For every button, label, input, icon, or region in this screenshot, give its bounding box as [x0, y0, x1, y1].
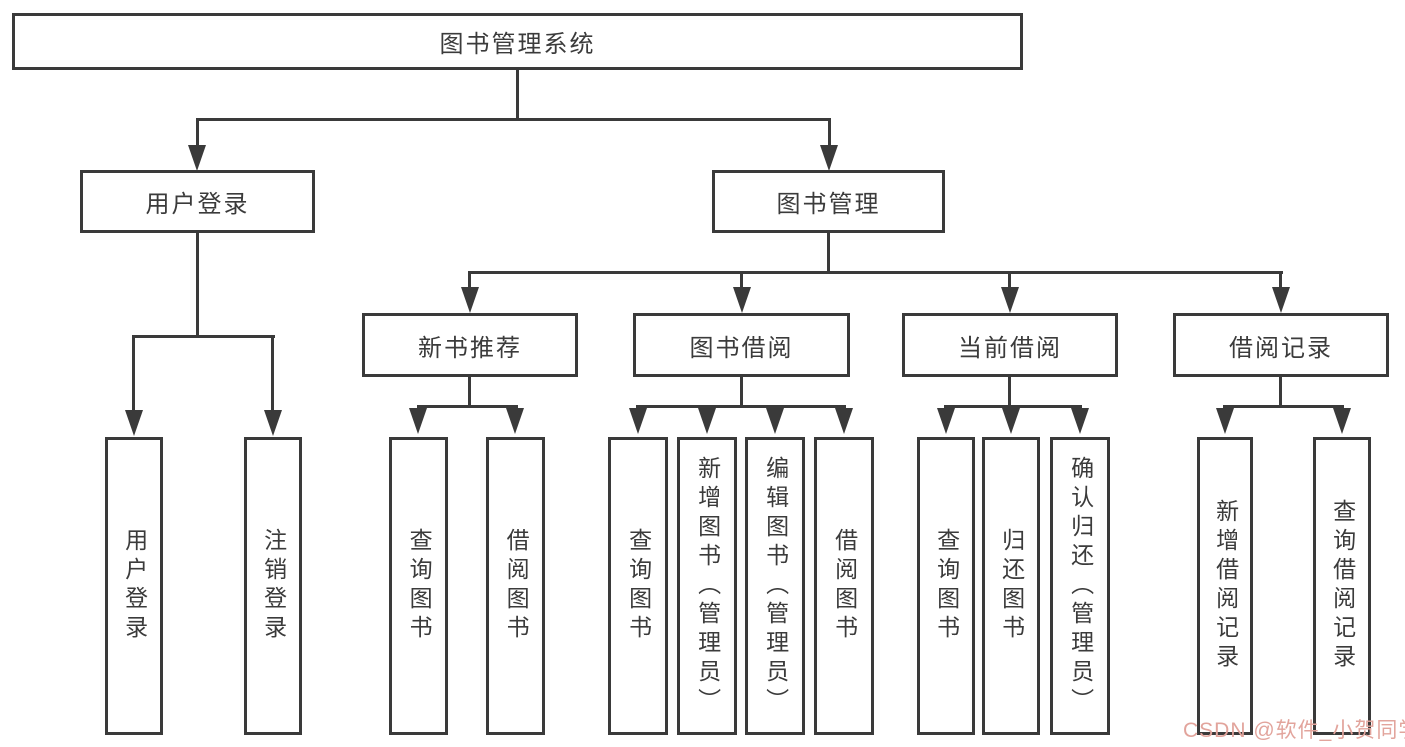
connector-line — [271, 335, 274, 411]
arrow-down-icon — [1002, 408, 1020, 434]
connector-line — [1223, 405, 1344, 408]
leaf-add-book-admin: 新增图书（管理员） — [677, 437, 737, 735]
connector-line — [468, 271, 471, 289]
arrow-down-icon — [766, 408, 784, 434]
connector-line — [1279, 377, 1282, 408]
arrow-down-icon — [835, 408, 853, 434]
node-root-label: 图书管理系统 — [439, 31, 596, 58]
arrow-down-icon — [409, 408, 427, 434]
leaf-edit-book-admin-label: 编辑图书（管理员） — [762, 455, 789, 717]
arrow-down-icon — [461, 287, 479, 313]
node-book-borrow: 图书借阅 — [633, 313, 850, 377]
arrow-down-icon — [1333, 408, 1351, 434]
arrow-down-icon — [1216, 408, 1234, 434]
connector-line — [1008, 377, 1011, 408]
leaf-confirm-return-admin: 确认归还（管理员） — [1050, 437, 1110, 735]
connector-line — [827, 233, 830, 274]
node-book-management: 图书管理 — [712, 170, 945, 233]
arrow-down-icon — [937, 408, 955, 434]
connector-line — [1008, 271, 1011, 289]
arrow-down-icon — [733, 287, 751, 313]
arrow-down-icon — [264, 410, 282, 436]
leaf-recommend-query-books: 查询图书 — [389, 437, 448, 735]
arrow-down-icon — [698, 408, 716, 434]
connector-line — [196, 118, 831, 121]
leaf-query-borrow-record: 查询借阅记录 — [1313, 437, 1371, 735]
leaf-add-book-admin-label: 新增图书（管理员） — [694, 455, 721, 717]
arrow-down-icon — [1071, 408, 1089, 434]
leaf-current-query-books-label: 查询图书 — [933, 528, 960, 644]
leaf-current-query-books: 查询图书 — [917, 437, 975, 735]
connector-line — [516, 70, 519, 118]
connector-line — [417, 405, 518, 408]
leaf-user-login-label: 用户登录 — [121, 528, 148, 644]
node-borrow-records-label: 借阅记录 — [1229, 334, 1333, 362]
leaf-recommend-borrow-books: 借阅图书 — [486, 437, 545, 735]
leaf-user-login: 用户登录 — [105, 437, 163, 735]
leaf-logout-label: 注销登录 — [260, 528, 287, 644]
leaf-return-books-label: 归还图书 — [998, 528, 1025, 644]
connector-line — [132, 335, 135, 411]
node-new-book-recommend: 新书推荐 — [362, 313, 578, 377]
leaf-borrow-query-books-label: 查询图书 — [625, 528, 652, 644]
connector-line — [740, 271, 743, 289]
connector-line — [468, 377, 471, 408]
node-book-management-label: 图书管理 — [776, 191, 881, 218]
arrow-down-icon — [188, 145, 206, 171]
arrow-down-icon — [1001, 287, 1019, 313]
leaf-edit-book-admin: 编辑图书（管理员） — [745, 437, 805, 735]
arrow-down-icon — [820, 145, 838, 171]
connector-line — [1279, 271, 1282, 289]
leaf-return-books: 归还图书 — [982, 437, 1040, 735]
node-current-borrow-label: 当前借阅 — [958, 334, 1062, 362]
arrow-down-icon — [125, 410, 143, 436]
connector-line — [636, 405, 846, 408]
leaf-add-borrow-record: 新增借阅记录 — [1197, 437, 1253, 735]
leaf-borrow-books-label: 借阅图书 — [831, 528, 858, 644]
node-book-borrow-label: 图书借阅 — [689, 334, 794, 362]
leaf-query-borrow-record-label: 查询借阅记录 — [1329, 499, 1356, 673]
leaf-add-borrow-record-label: 新增借阅记录 — [1212, 499, 1239, 673]
connector-line — [468, 271, 1283, 274]
leaf-borrow-books: 借阅图书 — [814, 437, 874, 735]
connector-line — [132, 335, 275, 338]
node-root: 图书管理系统 — [12, 13, 1023, 70]
leaf-logout: 注销登录 — [244, 437, 302, 735]
arrow-down-icon — [629, 408, 647, 434]
connector-line — [196, 118, 199, 148]
arrow-down-icon — [1272, 287, 1290, 313]
node-new-book-recommend-label: 新书推荐 — [418, 334, 522, 362]
node-user-login: 用户登录 — [80, 170, 315, 233]
node-user-login-label: 用户登录 — [145, 191, 250, 218]
leaf-confirm-return-admin-label: 确认归还（管理员） — [1067, 455, 1094, 717]
leaf-recommend-query-books-label: 查询图书 — [406, 528, 433, 644]
leaf-borrow-query-books: 查询图书 — [608, 437, 668, 735]
leaf-recommend-borrow-books-label: 借阅图书 — [503, 528, 530, 644]
connector-line — [740, 377, 743, 408]
connector-line — [944, 405, 1082, 408]
watermark: CSDN @软件_小贺同学 — [1183, 719, 1405, 742]
node-current-borrow: 当前借阅 — [902, 313, 1118, 377]
arrow-down-icon — [506, 408, 524, 434]
node-borrow-records: 借阅记录 — [1173, 313, 1389, 377]
connector-line — [828, 118, 831, 148]
connector-line — [196, 233, 199, 338]
